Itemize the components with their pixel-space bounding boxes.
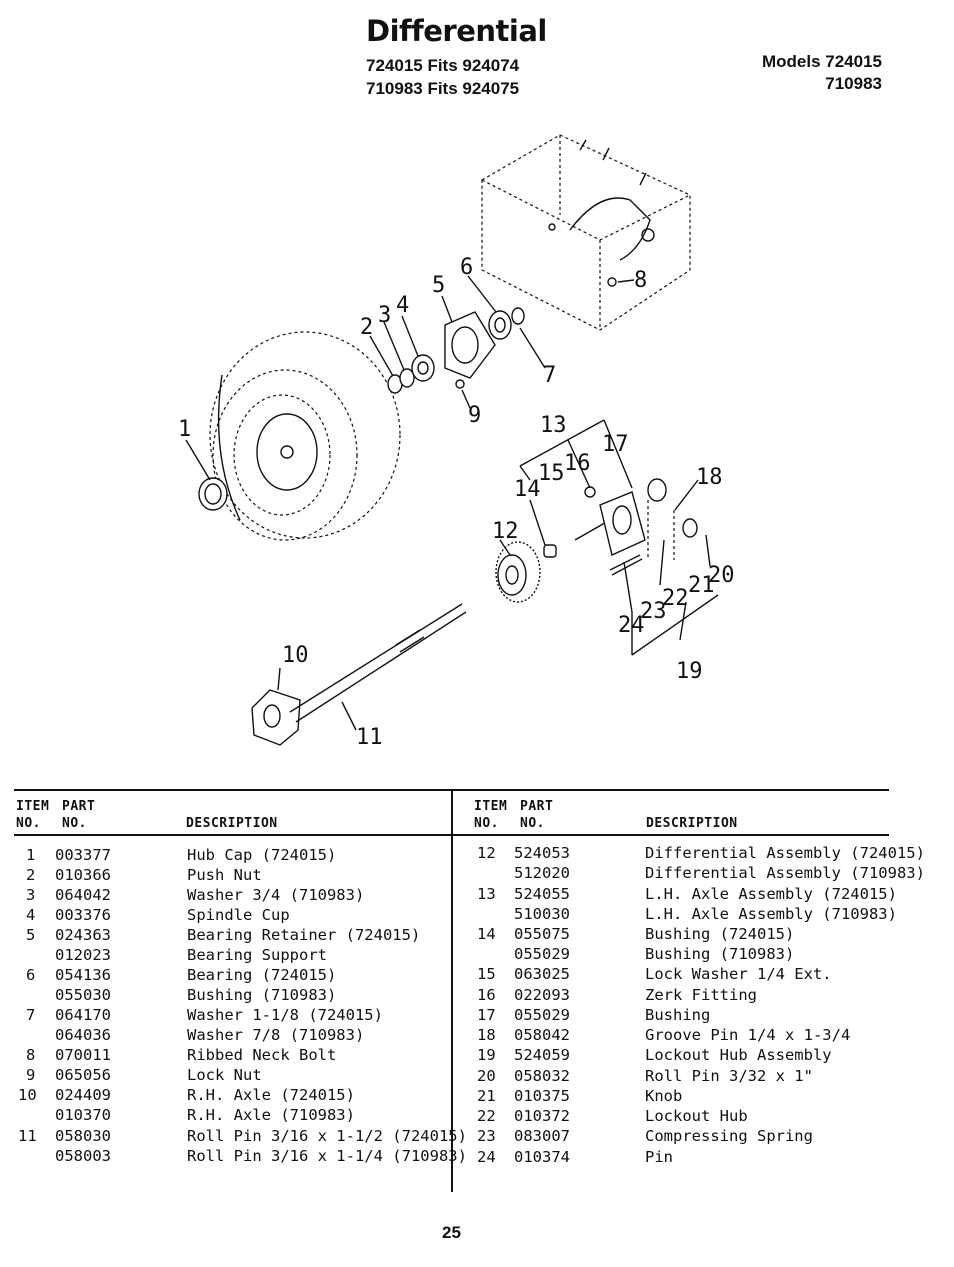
callout-14: 14 — [514, 477, 541, 502]
callout-20: 20 — [708, 563, 735, 588]
fits-line-1: 724015 Fits 924074 — [366, 56, 520, 75]
callout-7: 7 — [543, 363, 556, 388]
wheel-tire — [209, 331, 401, 541]
exploded-parts-diagram: 1 2 3 4 5 6 7 8 9 10 11 12 13 14 15 16 1… — [178, 134, 735, 750]
callout-6: 6 — [460, 255, 473, 280]
callout-8: 8 — [634, 268, 647, 293]
callout-17: 17 — [602, 432, 629, 457]
callout-10: 10 — [282, 643, 309, 668]
spindle-small-parts — [387, 354, 435, 394]
callout-11: 11 — [356, 725, 383, 750]
callout-18: 18 — [696, 465, 723, 490]
bearing-part — [488, 307, 525, 340]
table-column-divider — [451, 789, 453, 1192]
callout-24: 24 — [618, 613, 645, 638]
models-line-2: 710983 — [825, 74, 882, 93]
transmission-housing — [481, 134, 691, 331]
callout-23: 23 — [640, 599, 667, 624]
fits-line-2: 710983 Fits 924075 — [366, 79, 520, 98]
hub-cap-part — [198, 477, 228, 511]
right-header-description: DESCRIPTION — [646, 816, 738, 831]
callout-13: 13 — [540, 413, 567, 438]
left-header-part: PART NO. — [62, 799, 96, 831]
callout-2: 2 — [360, 315, 373, 340]
callout-5: 5 — [432, 273, 445, 298]
models-line-1: Models 724015 — [761, 52, 882, 71]
callout-16: 16 — [564, 451, 591, 476]
right-header-item: ITEM NO. — [474, 799, 508, 831]
callout-4: 4 — [396, 293, 409, 318]
left-header-description: DESCRIPTION — [186, 816, 278, 831]
leader-lines — [185, 275, 719, 731]
callout-3: 3 — [378, 303, 391, 328]
callout-21: 21 — [688, 573, 715, 598]
callout-19: 19 — [676, 659, 703, 684]
callout-15: 15 — [538, 461, 565, 486]
lockout-hub-assembly — [574, 478, 698, 576]
callout-12: 12 — [492, 519, 519, 544]
page-number: 25 — [442, 1223, 461, 1242]
page-title: Differential — [366, 14, 547, 48]
right-header-part: PART NO. — [520, 799, 554, 831]
callout-22: 22 — [662, 586, 689, 611]
differential-gear-part — [495, 541, 557, 603]
callout-9: 9 — [468, 403, 481, 428]
rh-axle-part — [251, 603, 467, 746]
bearing-retainer-part — [444, 311, 496, 389]
left-header-item: ITEM NO. — [16, 799, 50, 831]
callout-1: 1 — [178, 417, 191, 442]
callouts: 1 2 3 4 5 6 7 8 9 10 11 12 13 14 15 16 1… — [178, 255, 735, 750]
